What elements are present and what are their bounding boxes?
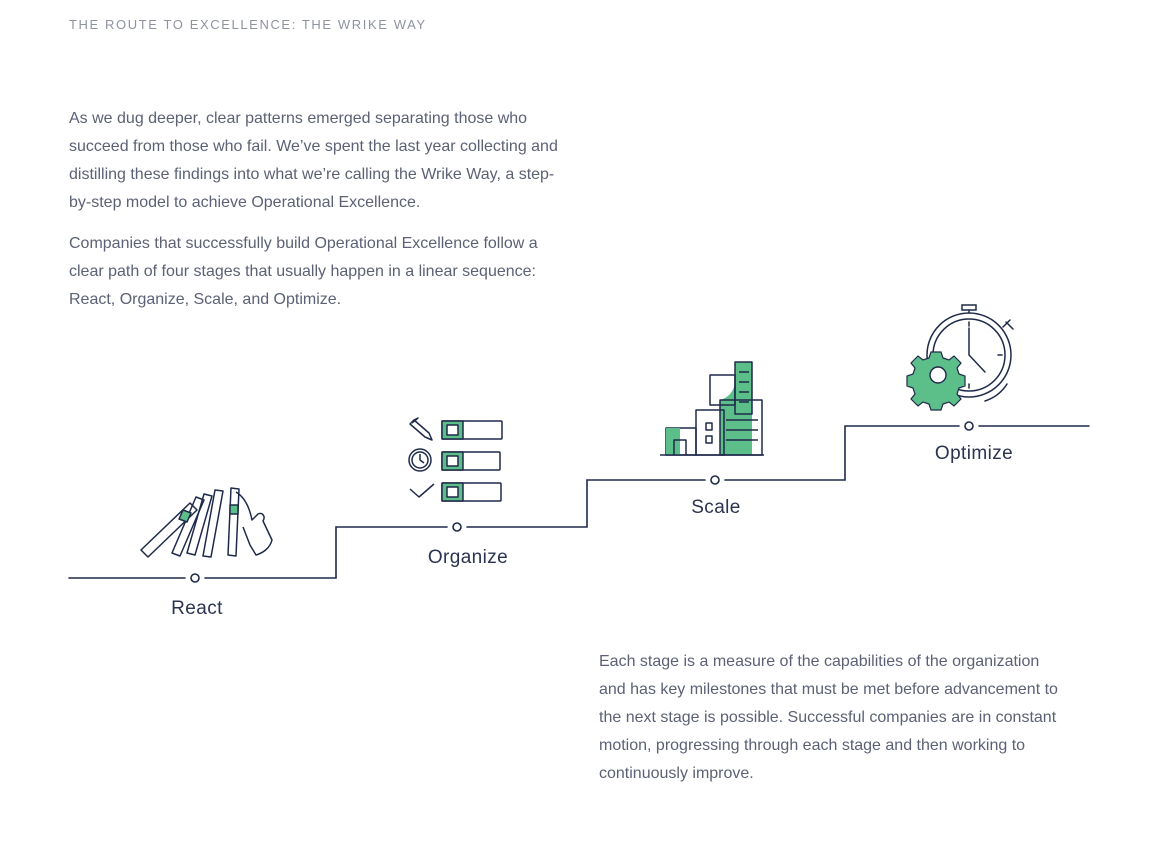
intro-paragraph-2: Companies that successfully build Operat… bbox=[69, 230, 539, 314]
intro-text-1: As we dug deeper, clear patterns emerged… bbox=[69, 110, 558, 211]
outro-paragraph: Each stage is a measure of the capabilit… bbox=[599, 648, 1069, 788]
stage-label-scale: Scale bbox=[691, 497, 741, 518]
scale-node bbox=[710, 475, 720, 485]
page-header: THE ROUTE TO EXCELLENCE: THE WRIKE WAY bbox=[69, 17, 427, 32]
staircase-line bbox=[68, 425, 1090, 579]
falling-dominoes-icon bbox=[140, 487, 273, 558]
stage-label-organize: Organize bbox=[427, 547, 509, 568]
intro-text-2: Companies that successfully build Operat… bbox=[69, 235, 538, 308]
checklist-icon bbox=[408, 417, 503, 502]
optimize-node bbox=[964, 421, 974, 431]
organize-node bbox=[452, 522, 462, 532]
stage-label-optimize: Optimize bbox=[934, 443, 1014, 464]
intro-paragraph-1: As we dug deeper, clear patterns emerged… bbox=[69, 105, 569, 217]
stage-label-react: React bbox=[171, 598, 223, 619]
outro-text: Each stage is a measure of the capabilit… bbox=[599, 653, 1058, 782]
buildings-icon bbox=[660, 361, 764, 456]
stopwatch-gear-icon bbox=[906, 304, 1014, 411]
react-node bbox=[190, 573, 200, 583]
